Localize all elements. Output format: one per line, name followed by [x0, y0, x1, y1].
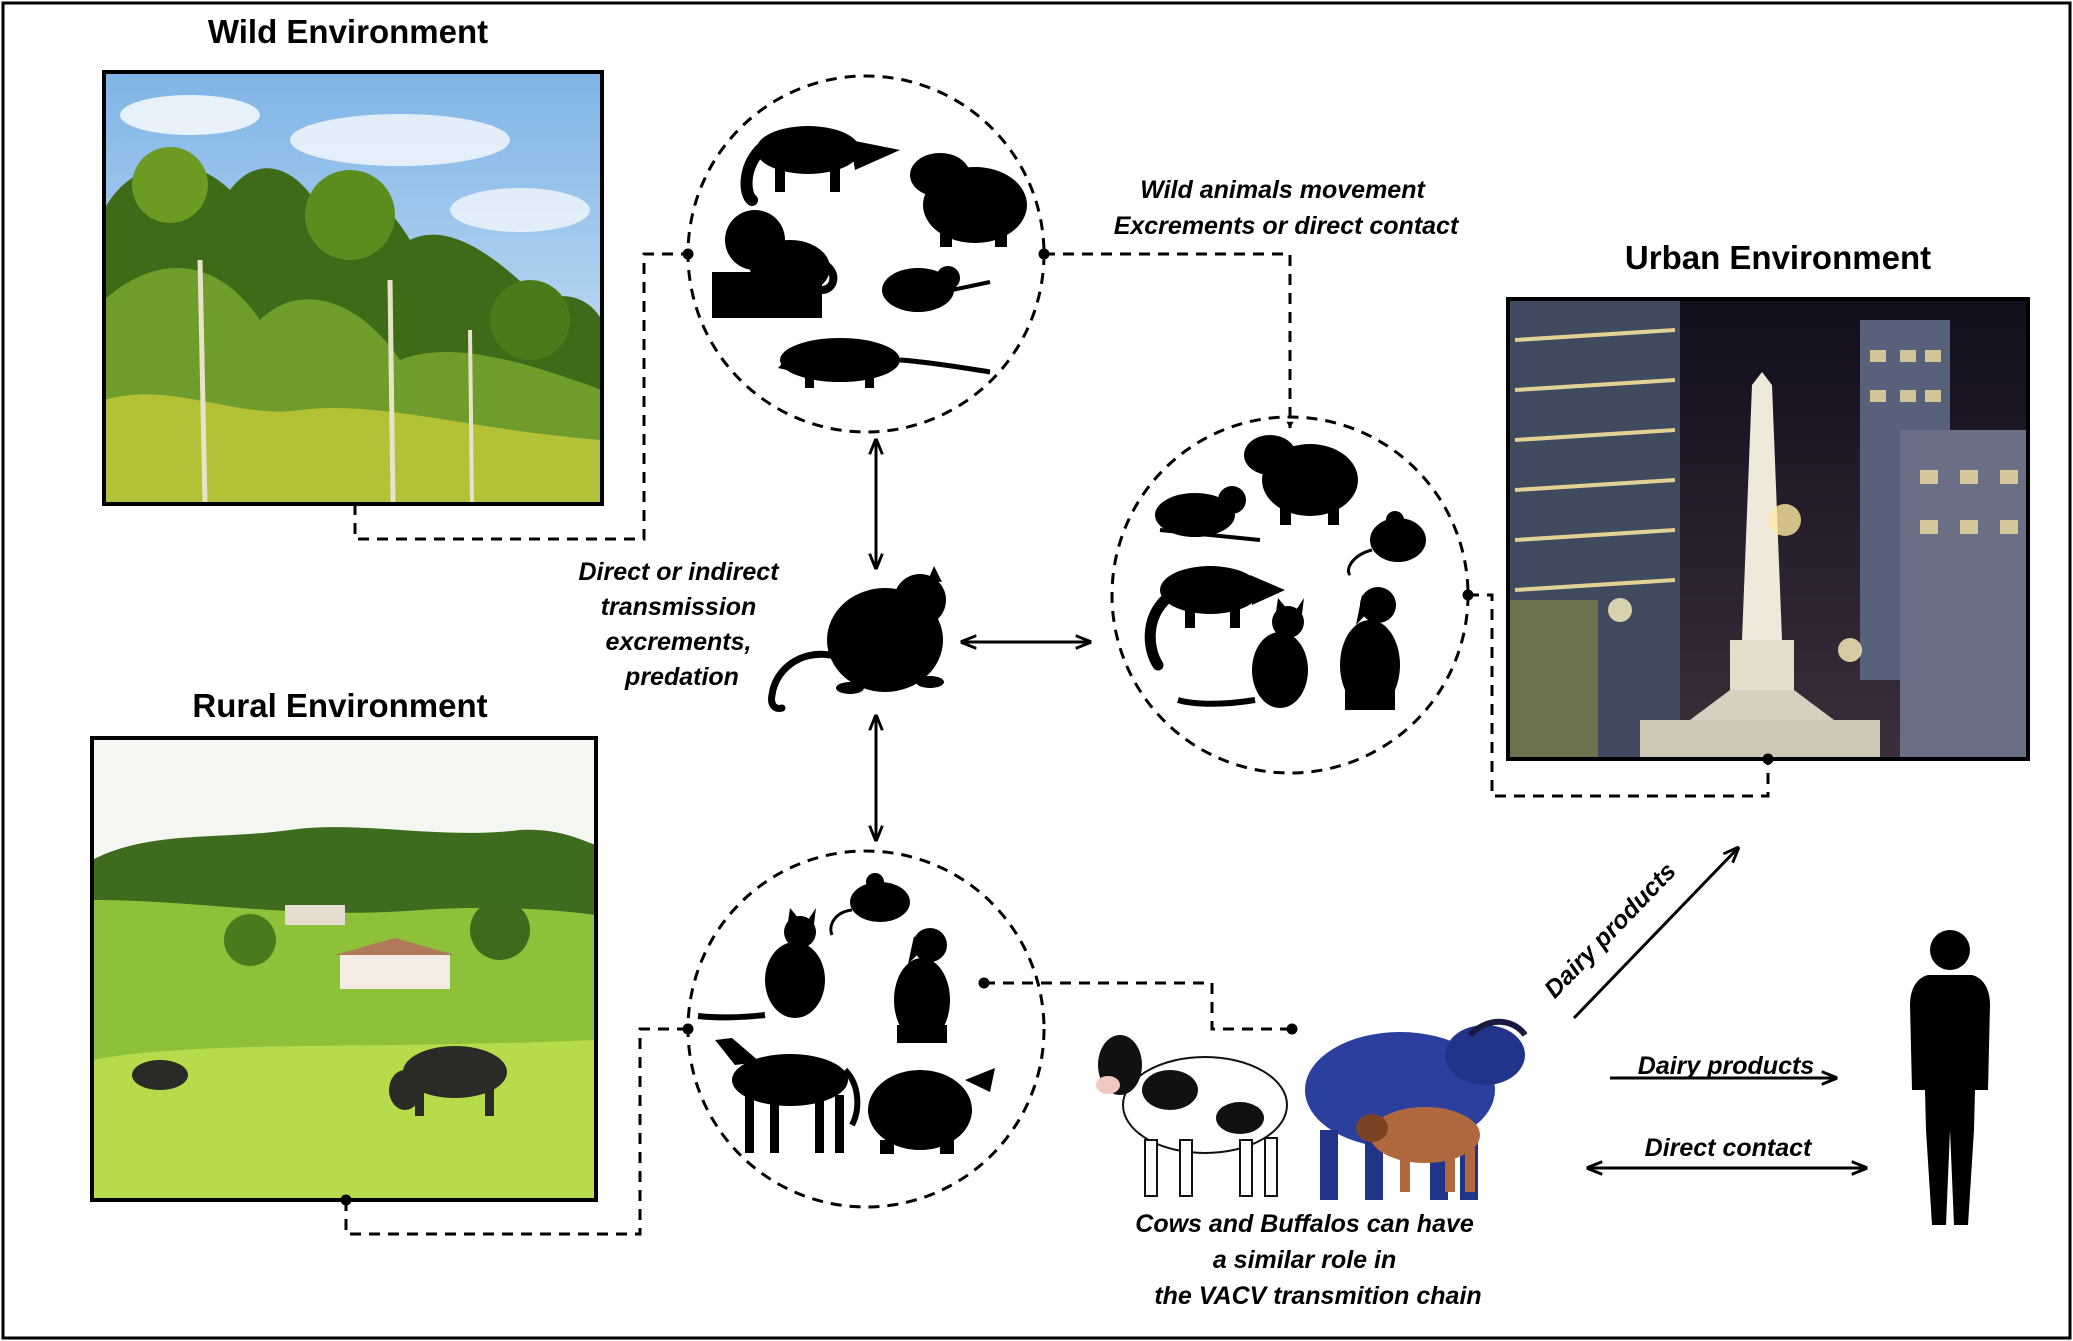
- dairy-urban-arrow: [1572, 848, 1738, 1020]
- capybara-icon-urban: [1244, 435, 1358, 525]
- pig-icon: [868, 1068, 995, 1154]
- wild-movement-label: Wild animals movement Excrements or dire…: [1114, 176, 1460, 240]
- dog-icon-rural: [894, 928, 950, 1043]
- rural-environment-title: Rural Environment: [192, 687, 487, 724]
- cat-icon: [1177, 598, 1308, 708]
- urban-photo-connector: [1462, 589, 1774, 798]
- monkey-icon: [712, 210, 838, 318]
- urban-environment-photo: [1508, 299, 2028, 760]
- rodent-icon: [882, 266, 991, 312]
- cow-icon: [1096, 1035, 1288, 1197]
- coati-icon: [740, 126, 900, 206]
- coati-icon-urban: [1144, 566, 1285, 671]
- opossum-icon: [778, 338, 991, 388]
- calf-icon: [1356, 1107, 1480, 1192]
- wild-to-urban-connector: [1038, 248, 1294, 429]
- rodent-transmission-label: Direct or indirect transmission excremen…: [578, 558, 785, 691]
- rodent-icon-urban: [1155, 486, 1261, 542]
- direct-contact-label: Direct contact: [1645, 1134, 1813, 1162]
- capybara-icon: [910, 153, 1027, 247]
- rural-to-cattle-connector: [978, 977, 1298, 1035]
- rural-environment-photo: [92, 738, 596, 1200]
- cattle-role-label: Cows and Buffalos can have a similar rol…: [1135, 1210, 1481, 1310]
- human-icon: [1910, 930, 1990, 1225]
- mouse-icon: [1347, 511, 1426, 577]
- mouse-icon-rural: [829, 873, 910, 936]
- urban-environment-title: Urban Environment: [1625, 239, 1931, 276]
- horse-icon: [715, 1038, 861, 1153]
- dairy-human-label: Dairy products: [1638, 1052, 1815, 1080]
- wild-environment-photo: [104, 72, 602, 505]
- wild-photo-frame: [102, 70, 604, 506]
- rural-photo-connector: [340, 1023, 694, 1236]
- dog-icon: [1340, 587, 1400, 710]
- cat-icon-rural: [697, 908, 825, 1021]
- wild-environment-title: Wild Environment: [208, 13, 488, 50]
- wild-photo-connector: [353, 248, 694, 541]
- central-rodent-icon: [768, 566, 946, 712]
